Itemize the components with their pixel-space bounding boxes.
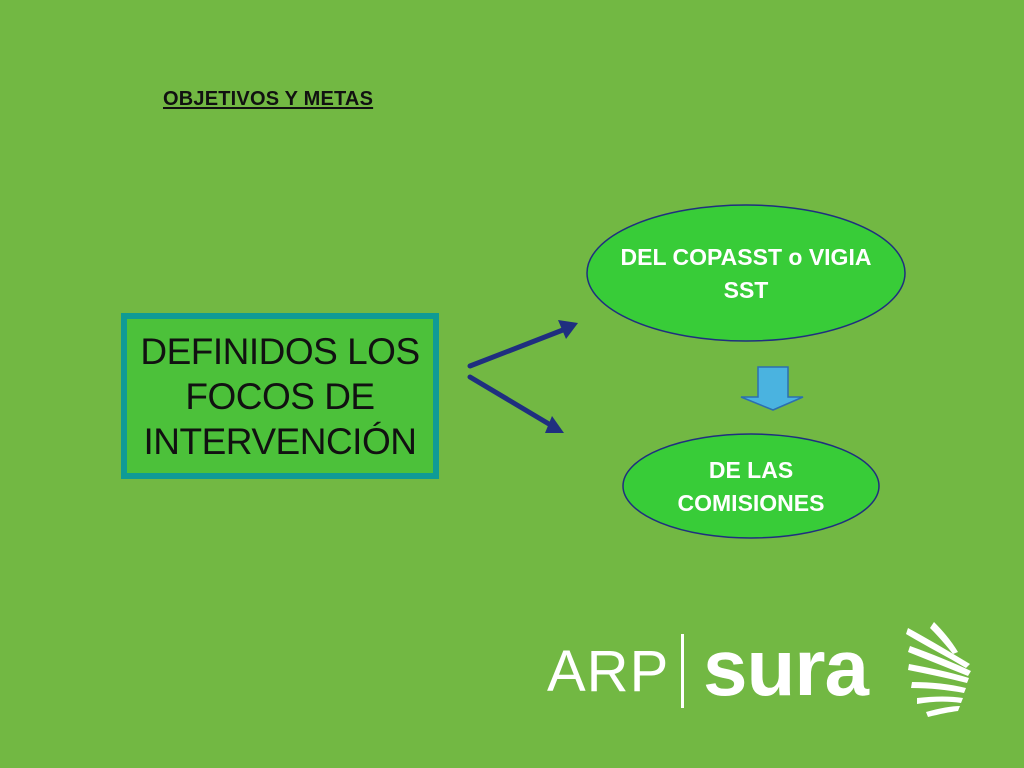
node-copasst-label: DEL COPASST o VIGIA SST — [587, 241, 905, 307]
node-comisiones-line-1: DE LAS — [708, 457, 794, 483]
focus-box: DEFINIDOS LOS FOCOS DE INTERVENCIÓN — [121, 313, 439, 479]
logo-arp-text: ARP — [547, 639, 670, 704]
arrow-to-copasst — [467, 320, 578, 369]
slide-heading: OBJETIVOS Y METAS — [163, 88, 374, 110]
logo-sura-text: sura — [703, 623, 869, 712]
node-copasst-ellipse — [586, 204, 906, 342]
focus-box-text: DEFINIDOS LOS FOCOS DE INTERVENCIÓN — [140, 329, 420, 464]
focus-box-line-3: INTERVENCIÓN — [143, 420, 417, 462]
focus-box-line-1: DEFINIDOS LOS — [140, 330, 420, 372]
sura-bird-wings-icon — [906, 622, 971, 717]
down-arrow-icon — [740, 366, 804, 411]
arrow-to-comisiones — [467, 374, 564, 433]
node-comisiones-ellipse — [622, 433, 880, 539]
focus-box-line-2: FOCOS DE — [185, 375, 375, 417]
node-comisiones-label: DE LAS COMISIONES — [623, 454, 879, 520]
node-comisiones-line-2: COMISIONES — [677, 490, 825, 516]
node-copasst-line-1: DEL COPASST o VIGIA — [620, 244, 872, 270]
logo-divider — [681, 634, 684, 708]
node-copasst-line-2: SST — [723, 277, 769, 303]
